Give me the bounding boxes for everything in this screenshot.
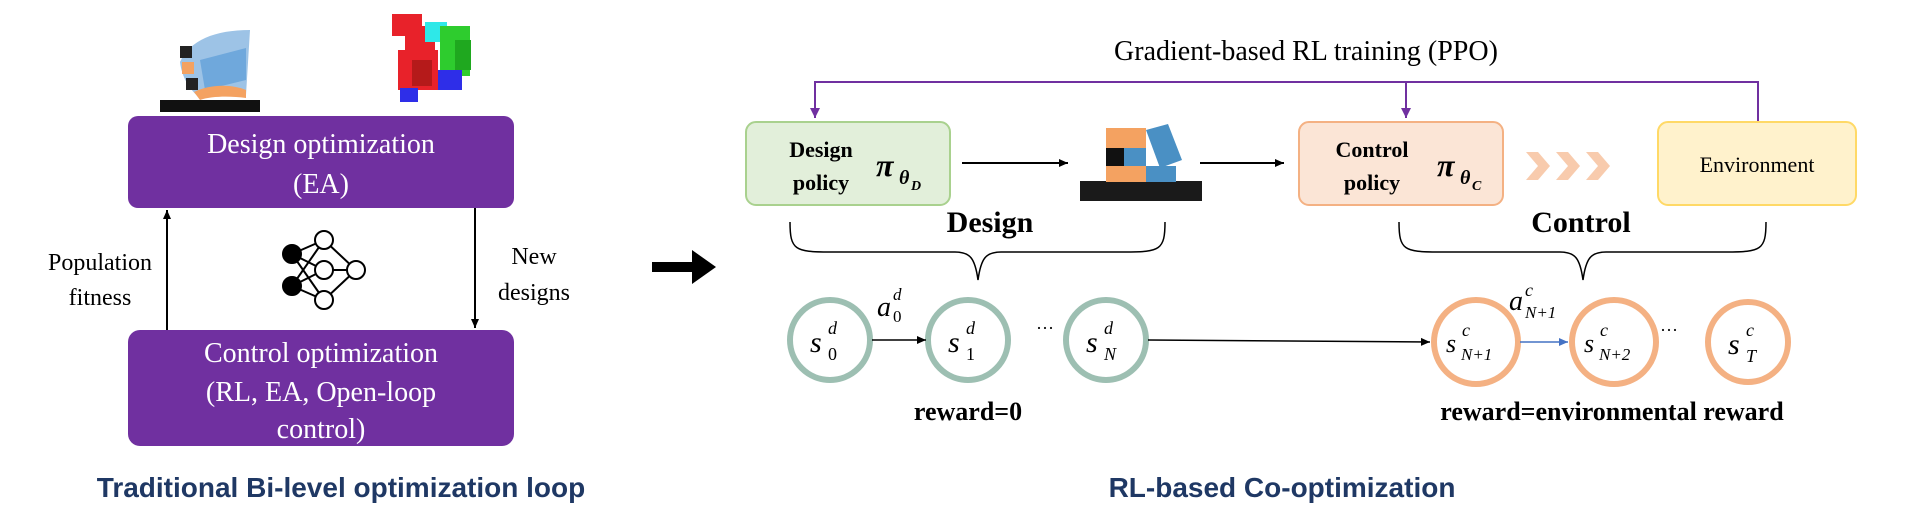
ppo-feedback-lines: [810, 81, 1759, 122]
svg-text:s: s: [1728, 328, 1740, 361]
neural-network-icon: [282, 230, 366, 310]
right-caption: RL-based Co-optimization: [1109, 472, 1456, 503]
ppo-training-label: Gradient-based RL training (PPO): [1114, 36, 1498, 67]
design-brace-label: Design: [947, 206, 1034, 239]
design-optimization-box: [128, 116, 514, 208]
svg-text:N+1: N+1: [1460, 345, 1492, 364]
design-optimization-line2: (EA): [293, 169, 349, 200]
population-fitness-line2: fitness: [69, 285, 132, 311]
svg-text:T: T: [1746, 346, 1758, 366]
state-node: s c N+1: [1431, 297, 1521, 387]
design-brace: [789, 221, 1166, 281]
svg-text:N+1: N+1: [1524, 303, 1556, 322]
state-node: s c N+2: [1569, 297, 1659, 387]
svg-text:0: 0: [828, 344, 837, 364]
state-node: s d 1: [925, 297, 1011, 383]
transition-arrow-design-to-control: [1147, 337, 1431, 346]
svg-text:d: d: [966, 318, 976, 338]
svg-text:c: c: [1600, 320, 1608, 340]
environment-box: [1657, 121, 1857, 206]
control-policy-box: [1298, 121, 1504, 206]
control-optimization-line1: Control optimization: [204, 338, 438, 369]
svg-text:s: s: [948, 326, 960, 359]
control-optimization-line2: (RL, EA, Open-loop: [206, 377, 436, 408]
transition-arrow: [652, 250, 716, 284]
control-ellipsis: ···: [1660, 320, 1678, 340]
state-node: s d N: [1063, 297, 1149, 383]
design-policy-box: [745, 121, 951, 206]
control-policy-line1: Control: [1336, 137, 1409, 162]
svg-text:c: c: [1746, 320, 1754, 340]
reward-control-label: reward=environmental reward: [1440, 397, 1784, 426]
svg-text:π: π: [1437, 147, 1456, 183]
svg-text:s: s: [810, 326, 822, 359]
svg-text:d: d: [1104, 318, 1114, 338]
svg-text:c: c: [1525, 280, 1533, 300]
reward-design-label: reward=0: [914, 397, 1022, 426]
left-caption: Traditional Bi-level optimization loop: [97, 472, 585, 503]
control-brace: [1398, 221, 1767, 281]
svg-text:a: a: [1509, 286, 1523, 317]
svg-text:π: π: [876, 147, 895, 183]
svg-text:N+2: N+2: [1598, 345, 1631, 364]
svg-text:D: D: [910, 179, 921, 194]
design-policy-symbol: π θ D: [876, 147, 921, 194]
chevron-arrows-icon: [1526, 152, 1610, 180]
robot-design-icon: [1080, 124, 1202, 201]
population-fitness-line1: Population: [48, 250, 152, 276]
control-optimization-line3: control): [277, 414, 366, 445]
svg-text:c: c: [1462, 320, 1470, 340]
svg-text:θ: θ: [1460, 167, 1471, 189]
svg-text:a: a: [877, 292, 891, 323]
control-policy-line2: policy: [1344, 170, 1400, 195]
svg-text:s: s: [1584, 329, 1594, 358]
state-node: s c T: [1705, 299, 1791, 385]
design-policy-line1: Design: [789, 137, 853, 162]
new-designs-line1: New: [511, 244, 557, 270]
svg-text:N: N: [1103, 344, 1117, 364]
design-optimization-line1: Design optimization: [207, 129, 435, 160]
svg-text:d: d: [828, 318, 838, 338]
svg-text:0: 0: [893, 307, 902, 326]
environment-label: Environment: [1700, 152, 1815, 177]
svg-text:1: 1: [966, 344, 975, 364]
soft-robot-icon: [160, 30, 260, 112]
voxel-robot-icon: [392, 14, 471, 102]
design-ellipsis: ···: [1036, 318, 1054, 338]
svg-text:C: C: [1472, 179, 1482, 194]
action-label: a c N+1: [1509, 280, 1556, 322]
control-brace-label: Control: [1531, 206, 1630, 239]
svg-text:θ: θ: [899, 167, 910, 189]
control-policy-symbol: π θ C: [1437, 147, 1482, 194]
action-label: a d 0: [877, 285, 902, 326]
new-designs-line2: designs: [498, 280, 570, 306]
svg-text:s: s: [1446, 329, 1456, 358]
control-optimization-box: [128, 330, 514, 446]
state-node: s d 0: [787, 297, 873, 383]
design-policy-line2: policy: [793, 170, 849, 195]
svg-text:s: s: [1086, 326, 1098, 359]
svg-text:d: d: [893, 285, 902, 304]
